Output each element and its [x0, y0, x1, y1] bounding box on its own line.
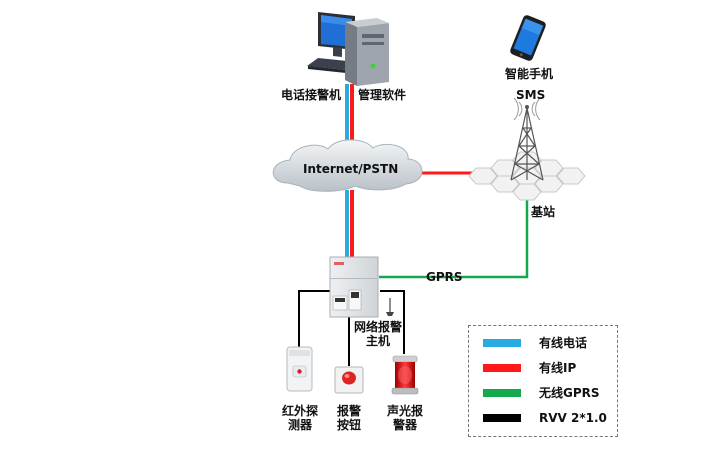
siren-label-line2: 警器 — [392, 418, 417, 432]
legend-label-rvv: RVV 2*1.0 — [539, 411, 607, 425]
alarm-button-icon — [334, 366, 364, 394]
pir-detector-label-line1: 红外探 — [281, 404, 318, 418]
line-rvv-pir — [298, 290, 333, 350]
legend-item-wired-phone: 有线电话 — [483, 336, 613, 350]
legend-swatch-wired-ip — [483, 364, 521, 372]
sms-label: SMS — [516, 88, 546, 102]
pc-phone-label: 电话接警机 — [281, 88, 342, 102]
legend-item-wired-ip: 有线IP — [483, 361, 613, 375]
alarm-panel-label-line1: 网络报警 — [353, 320, 402, 334]
base-station-label: 基站 — [531, 205, 556, 219]
connection-lines — [298, 84, 529, 366]
alarm-button-label: 报警 按钮 — [331, 404, 367, 432]
alarm-panel-icon — [329, 256, 394, 318]
siren-icon — [391, 355, 419, 395]
legend: 有线电话 有线IP 无线GPRS RVV 2*1.0 — [468, 325, 618, 437]
legend-item-wireless-gprs: 无线GPRS — [483, 386, 613, 400]
siren-label: 声光报 警器 — [381, 404, 429, 432]
legend-label-wired-phone: 有线电话 — [539, 336, 588, 350]
smartphone-icon — [510, 15, 546, 61]
base-station-icon — [468, 97, 586, 201]
pir-detector-label-line2: 测器 — [287, 418, 312, 432]
legend-swatch-rvv — [483, 414, 521, 422]
line-rvv-siren — [380, 290, 405, 354]
legend-swatch-wired-phone — [483, 339, 521, 347]
pc-software-label: 管理软件 — [358, 88, 407, 102]
cloud-label: Internet/PSTN — [303, 162, 399, 176]
alarm-button-label-line1: 报警 — [336, 404, 361, 418]
legend-swatch-wireless-gprs — [483, 389, 521, 397]
gprs-label: GPRS — [426, 270, 463, 284]
smartphone-label: 智能手机 — [505, 67, 554, 81]
siren-label-line1: 声光报 — [386, 404, 423, 418]
line-gprs — [379, 200, 529, 279]
alarm-button-label-line2: 按钮 — [336, 418, 361, 432]
computer-icon — [307, 12, 389, 86]
pir-detector-label: 红外探 测器 — [276, 404, 324, 432]
pir-detector-icon — [286, 346, 313, 392]
legend-item-rvv: RVV 2*1.0 — [483, 411, 613, 425]
legend-label-wireless-gprs: 无线GPRS — [539, 386, 600, 400]
alarm-panel-label-line2: 主机 — [365, 334, 390, 348]
legend-label-wired-ip: 有线IP — [539, 361, 577, 375]
cloud-icon — [272, 139, 423, 192]
alarm-panel-label: 网络报警 主机 — [348, 320, 408, 348]
